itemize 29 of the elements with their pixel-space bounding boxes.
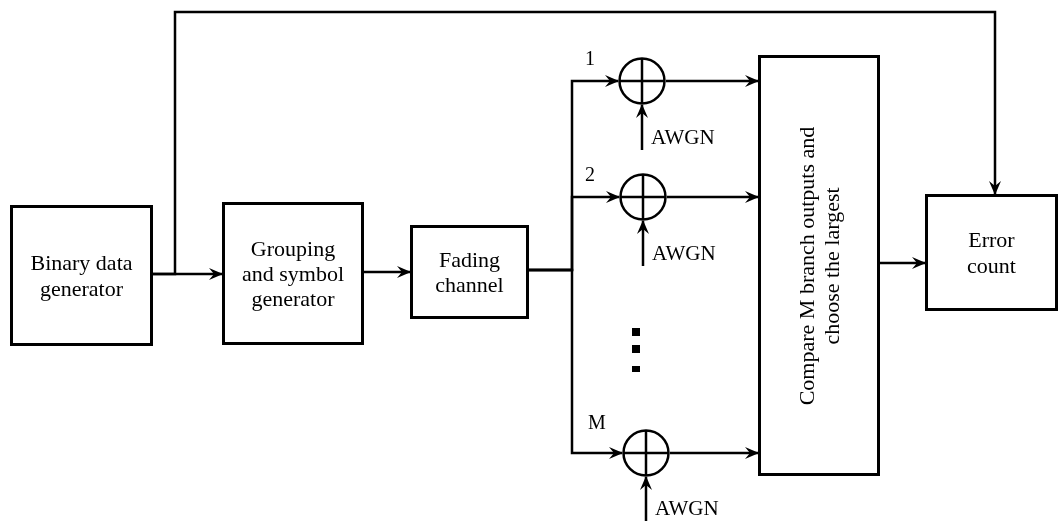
- adder-circle: [622, 429, 670, 477]
- edge-label: 2: [585, 164, 595, 184]
- arrow: [153, 10, 1001, 276]
- node-label: Fading channel: [434, 246, 505, 298]
- decision-box: [758, 55, 880, 476]
- adder-circle: [618, 57, 666, 105]
- node-label: Error count: [966, 227, 1017, 278]
- noise-source-label: AWGN: [651, 126, 715, 148]
- adder-circle: [619, 173, 667, 221]
- process-box: [410, 225, 529, 319]
- arrow: [636, 104, 648, 150]
- arrow: [667, 191, 759, 203]
- edge-label: 1: [585, 48, 595, 68]
- process-box: [925, 194, 1058, 311]
- arrow: [670, 447, 759, 459]
- process-box: [222, 202, 364, 345]
- noise-source-label: AWGN: [655, 497, 719, 519]
- arrow: [880, 257, 926, 269]
- arrow: [637, 220, 649, 266]
- arrow: [640, 476, 652, 521]
- edge-label: M: [588, 412, 606, 432]
- arrow: [529, 268, 623, 459]
- node-label: Grouping and symbol generator: [241, 235, 345, 312]
- noise-source-label: AWGN: [652, 242, 716, 264]
- node-label: Compare M branch outputs and choose the largest: [793, 126, 844, 405]
- process-box: [10, 205, 153, 346]
- arrow: [364, 266, 411, 278]
- node-label: Binary data generator: [29, 250, 134, 301]
- arrow: [666, 75, 759, 87]
